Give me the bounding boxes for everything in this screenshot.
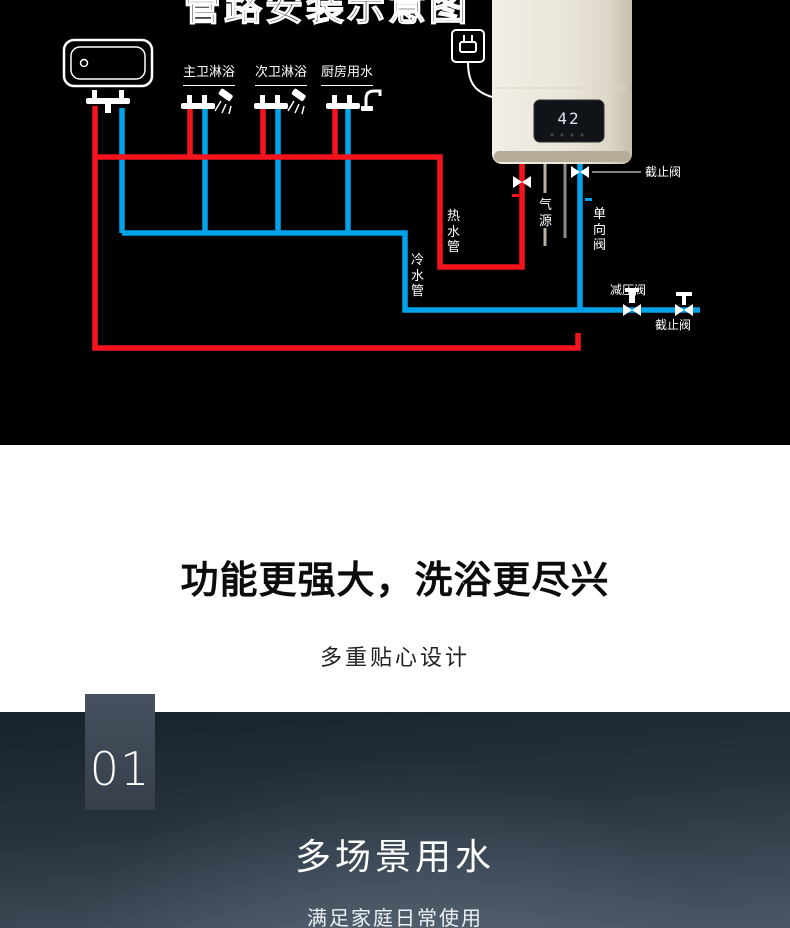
feature-section: 功能更强大，洗浴更尽兴 多重贴心设计 — [0, 445, 790, 712]
hot-water-pipes — [92, 106, 581, 351]
section-number-box: 01 — [85, 694, 155, 810]
bathtub-faucet-icon — [86, 90, 130, 113]
power-outlet-icon — [451, 29, 485, 63]
stop-valve-icon-bottom — [675, 292, 693, 316]
feature-subtitle: 多重贴心设计 — [319, 645, 470, 670]
label-kitchen: 厨房用水 — [321, 64, 374, 86]
check-valve-icon — [571, 166, 592, 201]
shower-fixture-main — [181, 88, 233, 115]
label-stop-valve-top: 截止阀 — [645, 165, 682, 179]
label-check-valve: 单向阀 — [592, 206, 606, 253]
pressure-reducing-valve-icon — [623, 288, 641, 316]
label-hot-pipe: 热水管 — [446, 208, 460, 255]
scene-title: 多场景用水 — [294, 836, 495, 877]
shower-fixture-second — [254, 88, 306, 115]
label-stop-valve-bottom: 截止阀 — [655, 318, 692, 332]
feature-title: 功能更强大，洗浴更尽兴 — [180, 560, 610, 602]
label-pressure-valve: 减压阀 — [610, 283, 647, 297]
stop-valve-icon-hot — [512, 176, 531, 197]
water-heater — [492, 0, 632, 164]
power-cord — [467, 61, 493, 98]
plumbing-diagram-section: 管路安装示意图 — [0, 0, 790, 445]
bathtub-icon — [62, 38, 154, 88]
label-gas-source: 气源 — [538, 197, 552, 228]
scene-subtitle: 满足家庭日常使用 — [307, 908, 483, 928]
scene-section: 01 多场景用水 满足家庭日常使用 — [0, 694, 790, 928]
label-shower-main: 主卫淋浴 — [183, 64, 236, 86]
clipped-heading: 管路安装示意图 — [182, 0, 471, 30]
cold-water-pipes — [119, 108, 700, 313]
label-shower-second: 次卫淋浴 — [255, 64, 308, 86]
label-cold-pipe: 冷水管 — [410, 252, 424, 299]
heater-temperature-display: 42 — [557, 108, 581, 128]
kitchen-faucet-icon — [326, 89, 382, 111]
plumbing-diagram — [62, 0, 700, 351]
section-number: 01 — [89, 742, 151, 796]
